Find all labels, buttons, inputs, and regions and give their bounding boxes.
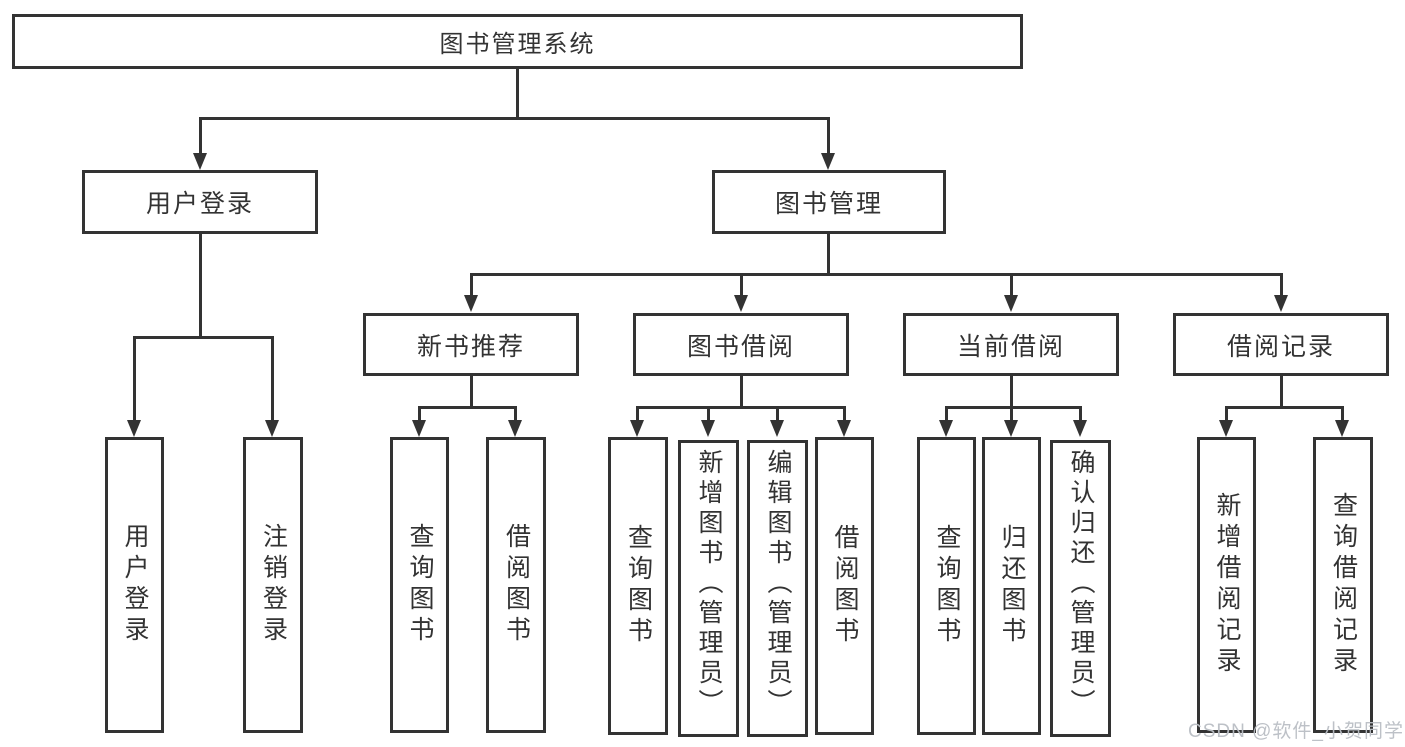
node-book-management: 图书管理 — [712, 170, 946, 234]
connector-line — [1010, 273, 1013, 295]
arrow-down-icon — [630, 420, 644, 437]
arrow-down-icon — [1219, 420, 1233, 437]
connector-line — [1341, 406, 1344, 420]
connector-line — [945, 406, 1082, 409]
arrow-down-icon — [265, 420, 279, 437]
node-book-borrow: 图书借阅 — [633, 313, 849, 376]
connector-line — [418, 406, 517, 409]
node-label: 用户登录 — [121, 523, 149, 647]
connector-line — [470, 376, 473, 406]
arrow-down-icon — [193, 153, 207, 170]
connector-line — [199, 117, 830, 120]
node-query-books-borrow: 查询图书 — [608, 437, 668, 735]
arrow-down-icon — [734, 295, 748, 312]
node-add-borrow-record: 新增借阅记录 — [1197, 437, 1256, 733]
connector-line — [1079, 406, 1082, 420]
arrow-down-icon — [701, 420, 715, 437]
connector-line — [199, 233, 202, 336]
node-add-book-admin: 新增图书（管理员） — [678, 440, 739, 737]
connector-line — [470, 273, 1283, 276]
connector-line — [470, 273, 473, 295]
node-query-books-current: 查询图书 — [917, 437, 976, 735]
node-label: 编辑图书（管理员） — [764, 449, 792, 719]
connector-line — [636, 406, 846, 409]
node-borrow-books-leaf: 借阅图书 — [815, 437, 874, 735]
arrow-down-icon — [770, 420, 784, 437]
node-logout-leaf: 注销登录 — [243, 437, 303, 733]
connector-line — [843, 406, 846, 420]
node-borrow-records: 借阅记录 — [1173, 313, 1389, 376]
arrow-down-icon — [1004, 420, 1018, 437]
arrow-down-icon — [1073, 420, 1087, 437]
node-label: 查询借阅记录 — [1329, 492, 1358, 678]
connector-line — [945, 406, 948, 420]
node-label: 归还图书 — [998, 524, 1026, 648]
arrow-down-icon — [939, 420, 953, 437]
connector-line — [1280, 273, 1283, 295]
arrow-down-icon — [127, 420, 141, 437]
node-label: 新增图书（管理员） — [695, 449, 723, 719]
arrow-down-icon — [1004, 295, 1018, 312]
connector-line — [133, 336, 136, 420]
connector-line — [1280, 376, 1283, 406]
connector-line — [133, 336, 274, 339]
connector-line — [707, 406, 710, 420]
node-label: 查询图书 — [933, 524, 961, 648]
connector-line — [636, 406, 639, 420]
connector-line — [740, 273, 743, 295]
node-confirm-return-admin: 确认归还（管理员） — [1050, 440, 1111, 737]
node-label: 确认归还（管理员） — [1067, 449, 1095, 719]
node-label: 查询图书 — [406, 523, 434, 647]
node-label: 借阅图书 — [502, 523, 531, 647]
watermark-text: CSDN @软件_小贺同学 — [1188, 721, 1404, 742]
connector-line — [1010, 406, 1013, 420]
node-label: 新增借阅记录 — [1213, 492, 1241, 678]
node-edit-book-admin: 编辑图书（管理员） — [747, 440, 808, 737]
node-query-books-recommend: 查询图书 — [390, 437, 449, 733]
connector-line — [199, 117, 202, 153]
connector-line — [827, 233, 830, 273]
node-label: 注销登录 — [259, 523, 288, 647]
node-user-login-leaf: 用户登录 — [105, 437, 164, 733]
arrow-down-icon — [412, 420, 426, 437]
arrow-down-icon — [837, 420, 851, 437]
arrow-down-icon — [1335, 420, 1349, 437]
node-current-borrow: 当前借阅 — [903, 313, 1119, 376]
connector-line — [776, 406, 779, 420]
node-user-login: 用户登录 — [82, 170, 318, 234]
arrow-down-icon — [508, 420, 522, 437]
connector-line — [740, 376, 743, 406]
connector-line — [514, 406, 517, 420]
node-borrow-books-recommend: 借阅图书 — [486, 437, 546, 733]
connector-line — [1225, 406, 1228, 420]
connector-line — [1225, 406, 1344, 409]
connector-line — [271, 336, 274, 420]
node-library-system-root: 图书管理系统 — [12, 14, 1023, 69]
arrow-down-icon — [821, 153, 835, 170]
node-return-books: 归还图书 — [982, 437, 1041, 735]
connector-line — [418, 406, 421, 420]
node-label: 借阅图书 — [831, 524, 859, 648]
node-new-book-recommend: 新书推荐 — [363, 313, 579, 376]
connector-line — [1010, 376, 1013, 406]
arrow-down-icon — [1274, 295, 1288, 312]
node-label: 查询图书 — [624, 524, 653, 648]
node-query-borrow-record: 查询借阅记录 — [1313, 437, 1373, 733]
connector-line — [516, 69, 519, 117]
arrow-down-icon — [464, 295, 478, 312]
connector-line — [827, 117, 830, 153]
